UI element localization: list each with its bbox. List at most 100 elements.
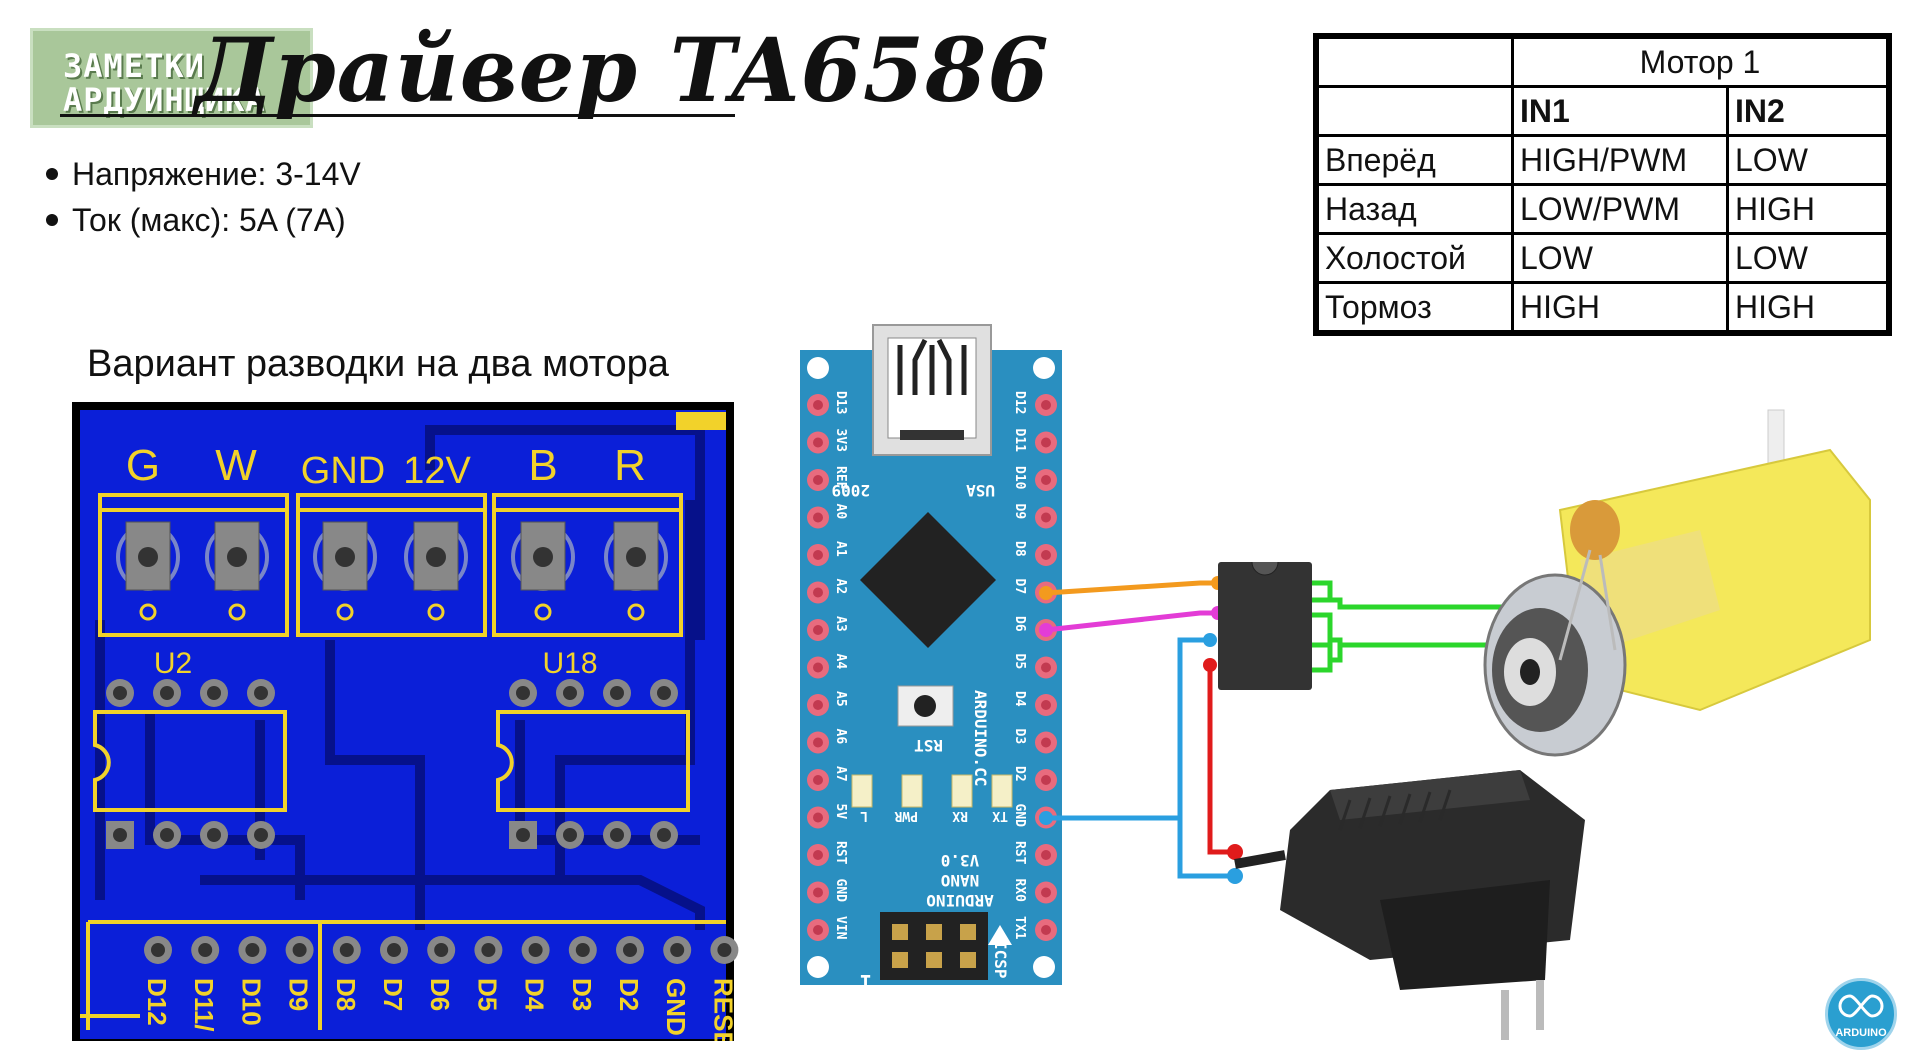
- ic-pin: [603, 821, 631, 849]
- ic-pin: [106, 679, 134, 707]
- nano-pin-label: GND: [833, 879, 848, 903]
- nano-pin: [807, 619, 829, 641]
- row-label: Холостой: [1314, 232, 1514, 284]
- header-pin: [616, 936, 644, 964]
- header-pin: [474, 936, 503, 964]
- row-in1: HIGH: [1511, 281, 1729, 335]
- ic-pin: [556, 679, 584, 707]
- ta6586-driver-chip: [1218, 561, 1312, 690]
- nano-pin-label: A6: [833, 729, 848, 745]
- ic-pin: [509, 821, 537, 849]
- nano-pin-label: D4: [1012, 691, 1027, 707]
- row-in1: HIGH/PWM: [1511, 134, 1729, 186]
- row-label: Вперёд: [1314, 134, 1514, 186]
- nano-pin: [1035, 881, 1057, 904]
- nano-name-1: V3.0: [941, 851, 980, 870]
- terminal-label-gnd: GND: [301, 450, 385, 492]
- nano-pin: [1035, 506, 1057, 529]
- nano-pin: [807, 544, 829, 566]
- header-pin-label: D9: [284, 978, 314, 1011]
- ic-pin: [650, 821, 678, 849]
- nano-pin: [807, 844, 829, 866]
- table-row: Вперёд HIGH/PWM LOW: [1314, 134, 1891, 186]
- header-pin-label: D6: [425, 978, 455, 1011]
- row-label: Тормоз: [1314, 281, 1514, 335]
- wire-adapter-gnd-blue: [1177, 818, 1235, 879]
- nano-pin-label: D2: [1012, 766, 1027, 782]
- nano-pin-label: D3: [1012, 729, 1027, 745]
- ic-pin: [603, 679, 631, 707]
- ic-pin: [509, 679, 537, 707]
- nano-pin-label: 3V3: [833, 429, 848, 452]
- motor-capacitor: [1570, 500, 1620, 560]
- header-pin-label: D5: [472, 978, 502, 1011]
- nano-pin: [807, 806, 829, 829]
- wire-d7-orange: [1045, 580, 1218, 596]
- pcb-toolbar-icon: [676, 412, 726, 430]
- nano-led: TX: [991, 774, 1013, 823]
- nano-pin-label: A4: [833, 654, 848, 670]
- title-underline: [60, 114, 735, 117]
- nano-pin: [807, 506, 829, 529]
- header-pin: [427, 936, 456, 964]
- pcb-caption: Вариант разводки на два мотора: [87, 343, 669, 385]
- terminal-label-b: B: [528, 441, 557, 490]
- wire-gnd-blue: [1046, 637, 1210, 821]
- screw-terminal: [205, 521, 269, 621]
- nano-pin-label: D13: [833, 391, 848, 414]
- header-pin-label: D2: [614, 978, 644, 1011]
- nano-pin-label: D8: [1012, 541, 1027, 557]
- ic-pin: [247, 821, 275, 849]
- table-header-motor1: Мотор 1: [1511, 34, 1891, 88]
- bullet-voltage: Напряжение: 3-14V: [46, 156, 361, 193]
- screw-terminal: [604, 521, 668, 621]
- header-pin-label: GND: [661, 978, 691, 1036]
- ic-u2-outline: [93, 710, 287, 812]
- header-pin-label: RESE: [708, 978, 738, 1041]
- header-pin: [191, 936, 220, 964]
- nano-pin: [1035, 694, 1057, 716]
- nano-country: USA: [966, 481, 995, 500]
- terminal-label-w: W: [215, 441, 257, 490]
- nano-pin: [1035, 394, 1057, 416]
- motor-truth-table: Мотор 1 IN1 IN2 Вперёд HIGH/PWM LOW Наза…: [1313, 33, 1892, 336]
- table-corner-cell-2: [1314, 85, 1514, 137]
- table-row: Тормоз HIGH HIGH: [1314, 281, 1891, 335]
- logo-line-1: ЗАМЕТКИ: [63, 47, 205, 85]
- nano-pin-label: A7: [833, 766, 848, 782]
- nano-pin: [807, 694, 829, 716]
- nano-pin: [1035, 731, 1057, 754]
- nano-icsp-one: 1: [860, 970, 872, 994]
- header-pin-label: D11/: [189, 978, 219, 1032]
- nano-pin-label: A1: [833, 541, 848, 557]
- nano-mcu-chip: [860, 512, 996, 648]
- nano-led: PWR: [894, 774, 923, 823]
- nano-led-label: PWR: [894, 808, 918, 823]
- arduino-corner-logo: ARDUINO: [1825, 978, 1897, 1050]
- nano-site: ARDUINO.CC: [971, 690, 990, 786]
- nano-pin: [807, 656, 829, 679]
- header-pin-label: D12: [142, 978, 172, 1026]
- nano-pin-label: D7: [1012, 579, 1027, 595]
- nano-pin-label: D10: [1012, 466, 1027, 490]
- row-in2: LOW: [1726, 134, 1891, 186]
- nano-pin-label: A3: [833, 616, 848, 632]
- power-adapter: [1234, 770, 1585, 1040]
- nano-led-label: TX: [992, 808, 1008, 823]
- terminal-label-12v: 12V: [403, 450, 471, 492]
- nano-pin-label: REF: [833, 466, 848, 490]
- table-subheader-in1: IN1: [1511, 85, 1729, 137]
- channel-logo: ЗАМЕТКИ АРДУИНЩИКА: [30, 28, 313, 128]
- nano-pin: [1035, 544, 1057, 566]
- ic-pin: [200, 821, 228, 849]
- nano-pin: [1035, 431, 1057, 454]
- ic-pin: [556, 821, 584, 849]
- logo-line-2: АРДУИНЩИКА: [63, 81, 266, 119]
- header-pin-label: D7: [378, 978, 408, 1011]
- nano-led: RX: [951, 774, 973, 823]
- ic-pin: [650, 679, 678, 707]
- nano-pin: [807, 394, 829, 416]
- nano-pin: [807, 469, 829, 491]
